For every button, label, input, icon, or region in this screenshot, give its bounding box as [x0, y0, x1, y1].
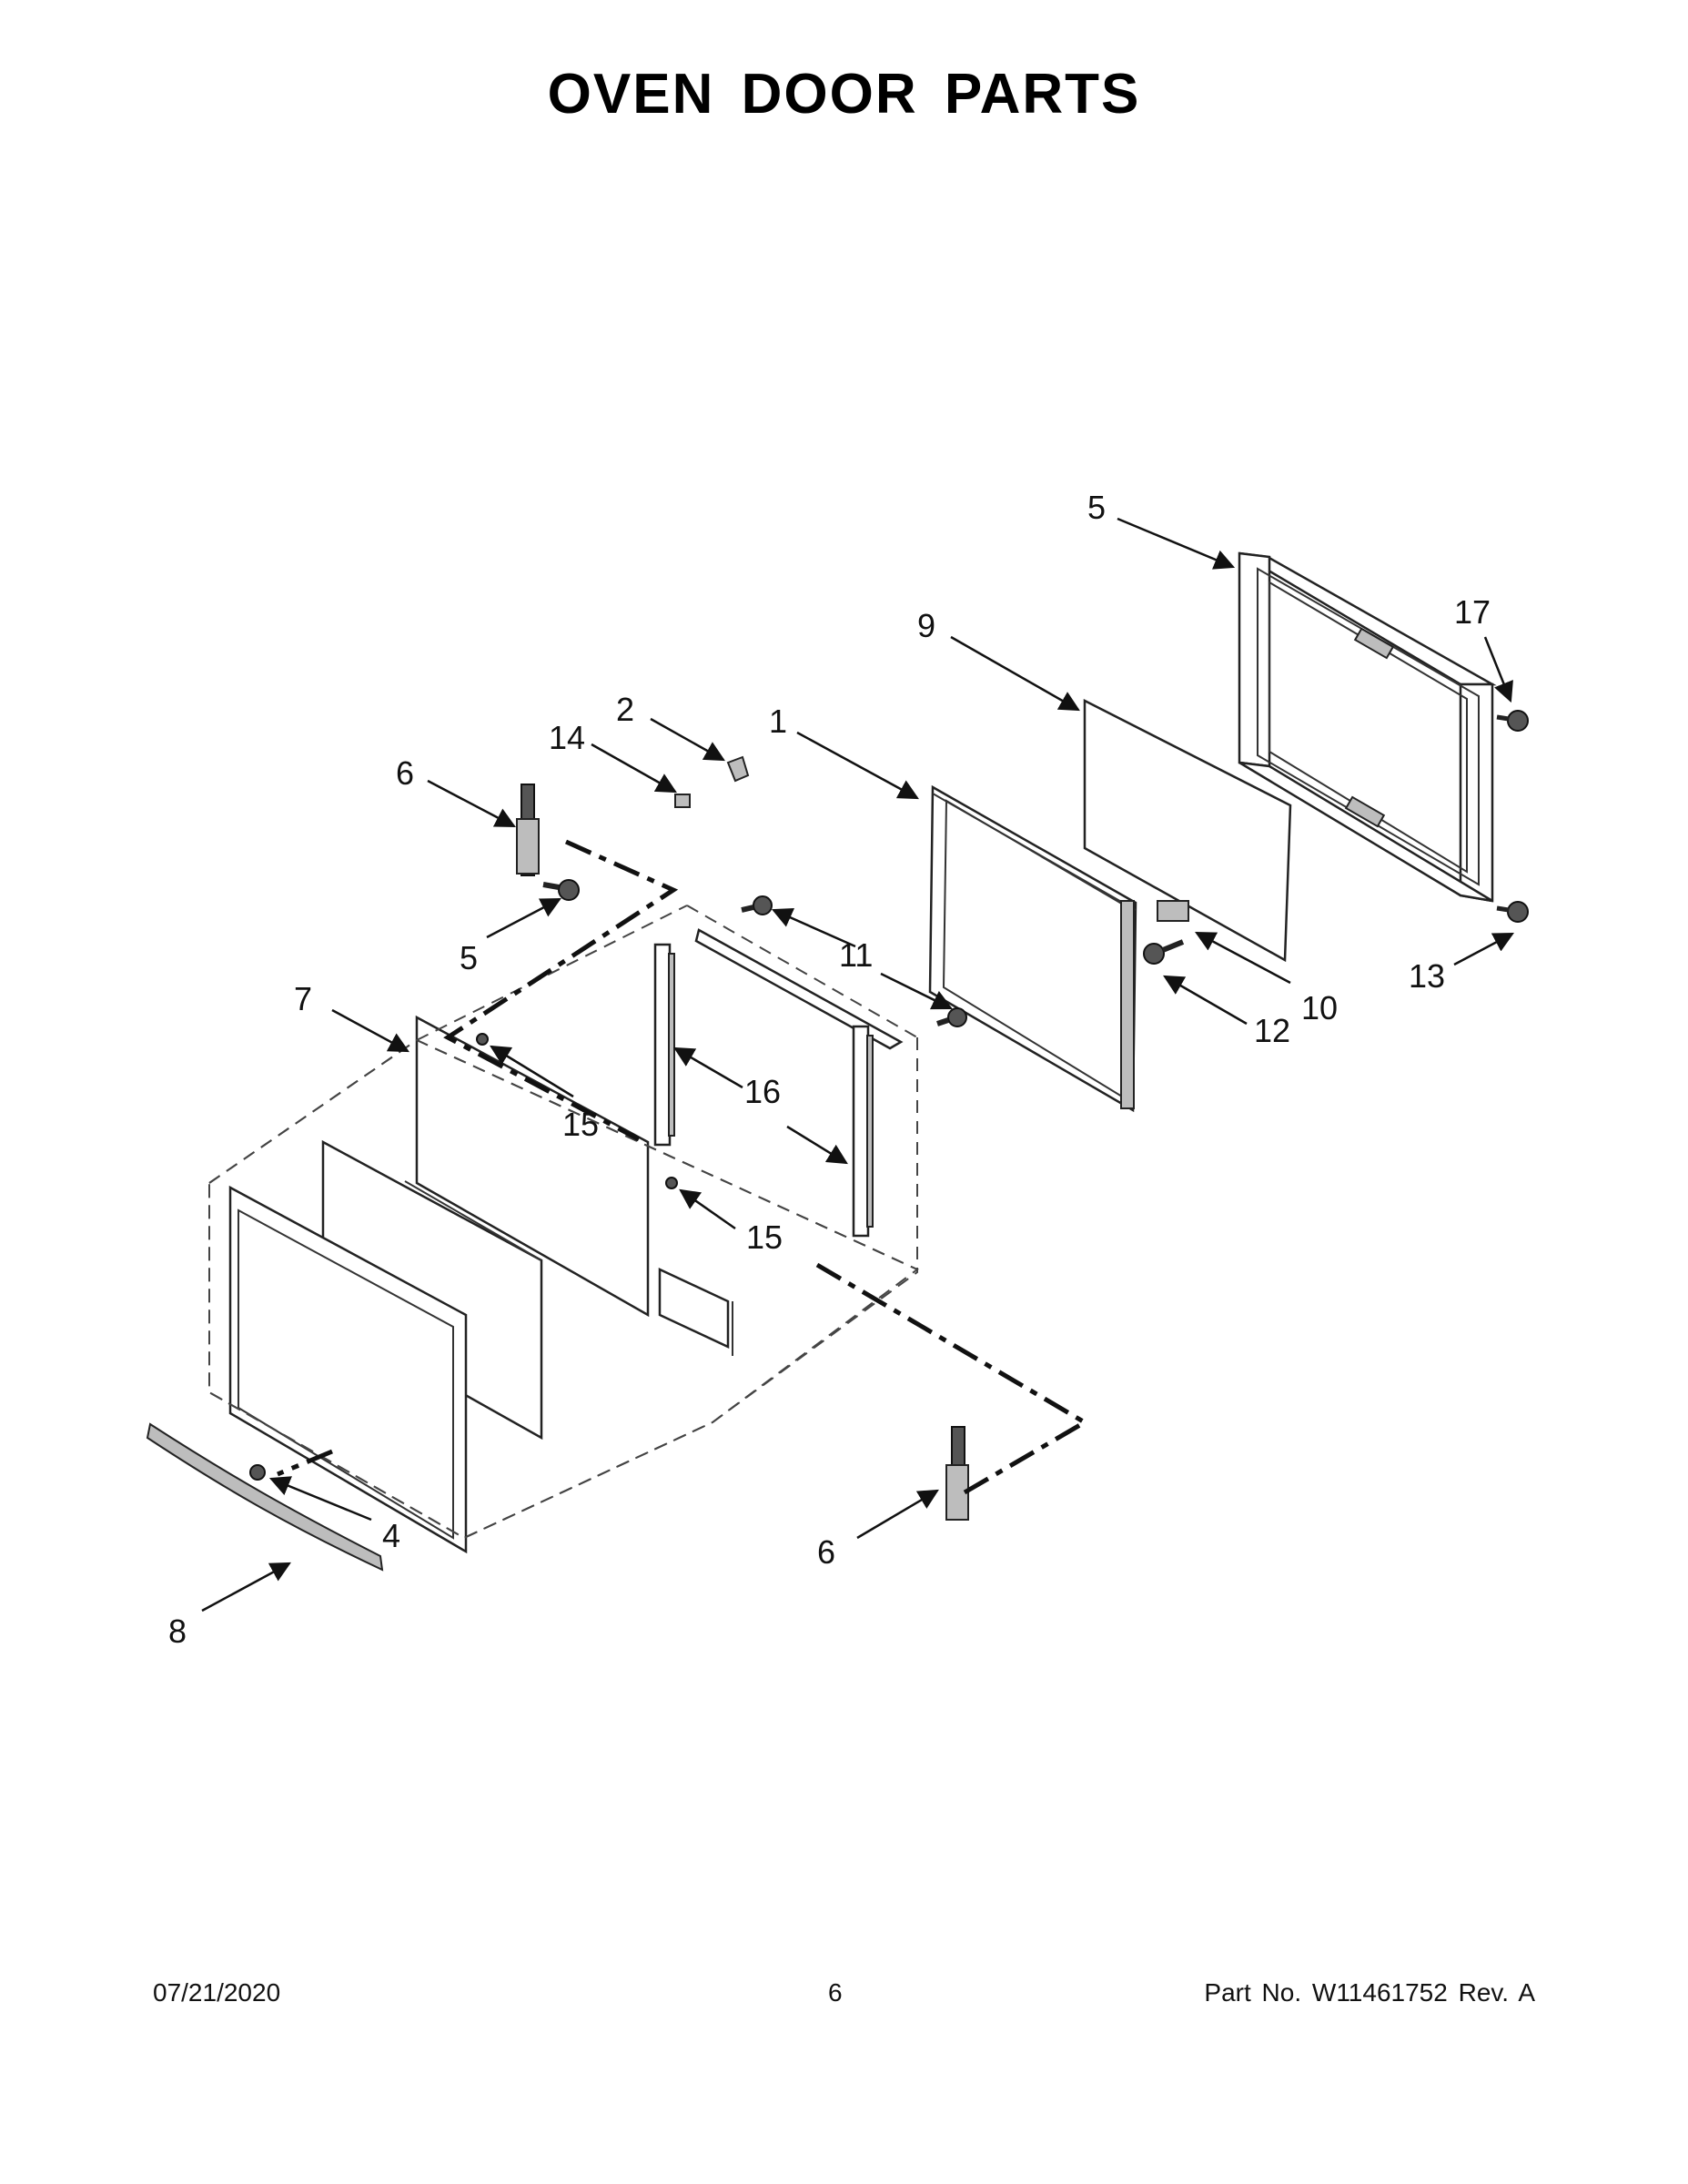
callout-17: 17: [1454, 593, 1491, 631]
part-14-clip: [674, 794, 691, 808]
part-16-trim-rails: [653, 928, 904, 1238]
part-5-rear-door-frame: [1238, 551, 1497, 903]
part-13-screw: [1496, 901, 1529, 923]
footer-part-number: Part No. W11461752 Rev. A: [1204, 1978, 1535, 2007]
callout-labels: 5 9 17 1 2 14 6 5 11 10 12 13 7 16 15 15…: [168, 489, 1491, 1650]
callout-14: 14: [549, 719, 585, 756]
part-2-clip: [726, 755, 750, 783]
callout-7: 7: [294, 980, 312, 1017]
page-title: OVEN DOOR PARTS: [547, 63, 1141, 126]
callout-6-upper: 6: [396, 754, 414, 792]
callout-10: 10: [1301, 989, 1338, 1026]
callout-8: 8: [168, 1613, 187, 1650]
callout-3: 5: [460, 939, 478, 976]
assembly-outlines: [208, 839, 1089, 1540]
callout-2: 2: [616, 691, 634, 728]
callout-leaders: [201, 517, 1514, 1613]
part-8-outer-door: [228, 1185, 468, 1554]
part-1-inner-door-panel: [928, 784, 1137, 1113]
callout-15-upper: 15: [562, 1106, 599, 1143]
part-6-hinge-upper: [516, 784, 540, 876]
part-4-screw: [249, 1464, 266, 1481]
callout-6-lower: 6: [817, 1533, 835, 1571]
door-handle: [146, 1422, 384, 1572]
part-10-bracket: [1157, 900, 1189, 922]
callout-1: 1: [769, 703, 787, 740]
callout-16: 16: [744, 1073, 781, 1110]
part-12-screw: [1143, 939, 1185, 965]
part-17-screw: [1496, 710, 1529, 732]
callout-9: 9: [917, 607, 935, 644]
callout-15-lower: 15: [746, 1218, 783, 1256]
footer-date: 07/21/2020: [153, 1978, 281, 2007]
callout-13: 13: [1409, 957, 1445, 995]
callout-12: 12: [1254, 1012, 1290, 1049]
part-3-screw: [542, 879, 580, 901]
callout-5: 5: [1087, 489, 1106, 526]
part-9-glass-pane: [1083, 698, 1292, 963]
part-11-screws: [741, 895, 967, 1027]
part-6-hinge-lower: [945, 1426, 969, 1521]
callout-4: 4: [382, 1517, 400, 1554]
footer-page-number: 6: [828, 1978, 843, 2007]
callout-11: 11: [839, 936, 873, 974]
part-15-bumpers: [476, 1033, 678, 1189]
